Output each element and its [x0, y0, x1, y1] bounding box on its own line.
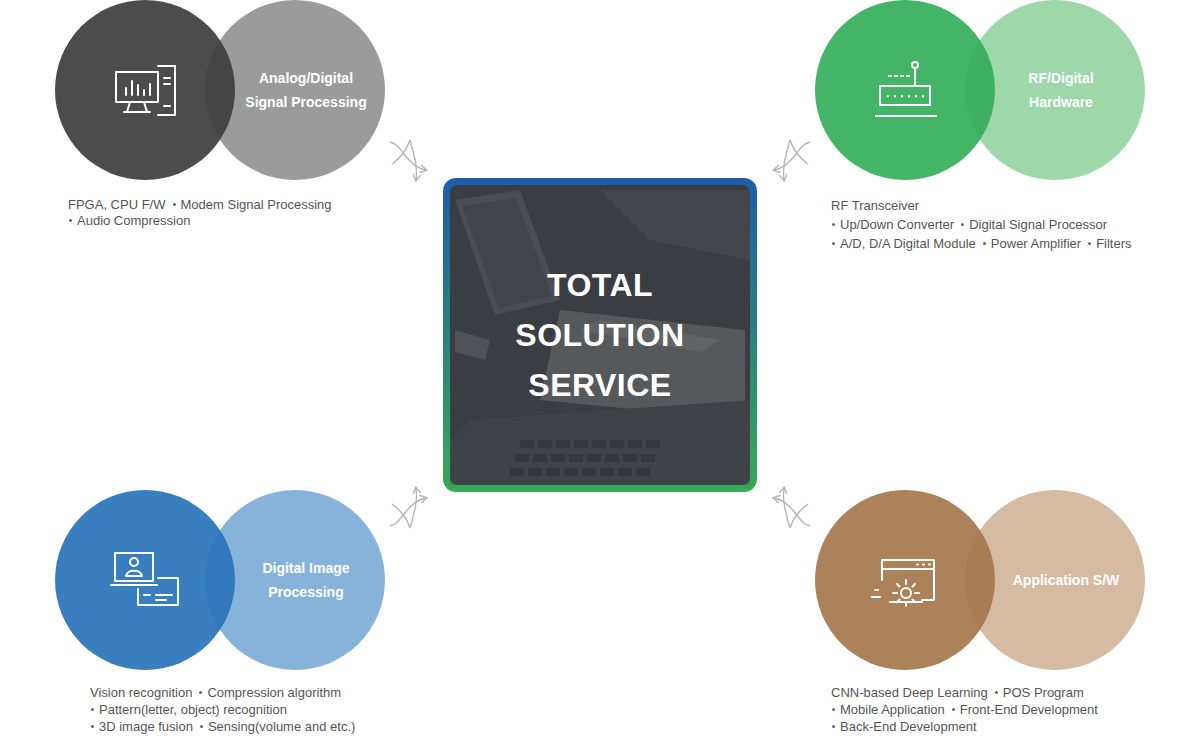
feature-line: A/D, D/A Digital Module Power Amplifier Fi…: [831, 234, 1132, 253]
feature-item: Up/Down Converter: [840, 215, 954, 234]
center-box: TOTAL SOLUTION SERVICE: [443, 178, 757, 492]
feature-item: A/D, D/A Digital Module: [840, 234, 976, 253]
bullet-dot: [1088, 242, 1091, 245]
topic-title: RF/Digital Hardware: [1011, 66, 1111, 114]
topic-circle: Analog/Digital Signal Processing: [205, 0, 385, 180]
feature-item: Back-End Development: [840, 718, 977, 735]
feature-line: Back-End Development: [831, 718, 1098, 735]
feature-item: Mobile Application: [840, 701, 945, 718]
bullet-dot: [832, 242, 835, 245]
feature-item: Sensing(volume and etc.): [208, 718, 355, 735]
topic-circle: Digital Image Processing: [205, 490, 385, 670]
feature-list: FPGA, CPU F/W Modem Signal ProcessingAudi…: [68, 197, 332, 229]
bullet-dot: [995, 691, 998, 694]
feature-list: RF TransceiverUp/Down Converter Digital S…: [831, 196, 1132, 253]
software-icon: [872, 560, 934, 606]
feature-line: Up/Down Converter Digital Signal Processo…: [831, 215, 1132, 234]
feature-item: Digital Signal Processor: [969, 215, 1107, 234]
bullet-dot: [832, 725, 835, 728]
monitor-icon: [116, 66, 175, 115]
center-title: TOTAL SOLUTION SERVICE: [490, 260, 710, 410]
feature-line: FPGA, CPU F/W Modem Signal Processing: [68, 197, 332, 213]
vision-icon: [111, 553, 178, 605]
exchange-arrows: [390, 140, 810, 528]
feature-list: Vision recognition Compression algorithmP…: [90, 684, 355, 735]
topic-title: Application S/W: [1013, 568, 1120, 592]
feature-item: CNN-based Deep Learning: [831, 684, 988, 701]
feature-line: 3D image fusion Sensing(volume and etc.): [90, 718, 355, 735]
dark-circle: [815, 0, 995, 180]
dark-circle: [815, 490, 995, 670]
feature-item: Vision recognition: [90, 684, 192, 701]
topic-circle: RF/Digital Hardware: [965, 0, 1145, 180]
bullet-dot: [952, 708, 955, 711]
feature-line: Audio Compression: [68, 213, 332, 229]
feature-line: Vision recognition Compression algorithm: [90, 684, 355, 701]
bullet-dot: [961, 223, 964, 226]
feature-line: Mobile Application Front-End Development: [831, 701, 1098, 718]
feature-item: FPGA, CPU F/W: [68, 197, 166, 213]
bullet-dot: [91, 725, 94, 728]
feature-item: Front-End Development: [960, 701, 1098, 718]
bullet-dot: [832, 708, 835, 711]
feature-item: Audio Compression: [77, 213, 190, 229]
laptop-photo: [450, 190, 750, 485]
dark-circle: [55, 490, 235, 670]
bullet-dot: [832, 223, 835, 226]
feature-item: Compression algorithm: [207, 684, 341, 701]
topic-circle: Application S/W: [965, 490, 1145, 670]
feature-list: CNN-based Deep LearningPOS ProgramMobile…: [831, 684, 1098, 735]
bullet-dot: [199, 691, 202, 694]
bullet-dot: [91, 708, 94, 711]
feature-line: Pattern(letter, object) recognition: [90, 701, 355, 718]
topic-title: Analog/Digital Signal Processing: [237, 66, 375, 114]
router-icon: [876, 62, 936, 116]
feature-item: Power Amplifier: [991, 234, 1081, 253]
bullet-dot: [173, 203, 176, 206]
feature-line: CNN-based Deep Learning POS Program: [831, 684, 1098, 701]
feature-item: Filters: [1096, 234, 1131, 253]
center-photo: [450, 185, 750, 485]
feature-item: RF Transceiver: [831, 196, 919, 215]
bullet-dot: [69, 219, 72, 222]
feature-item: 3D image fusion: [99, 718, 193, 735]
dark-circle: [55, 0, 235, 180]
feature-item: Pattern(letter, object) recognition: [99, 701, 287, 718]
bullet-dot: [983, 242, 986, 245]
feature-item: Modem Signal Processing: [181, 197, 332, 213]
topic-title: Digital Image Processing: [237, 556, 375, 604]
feature-line: RF Transceiver: [831, 196, 1132, 215]
feature-item: POS Program: [1003, 684, 1084, 701]
bullet-dot: [200, 725, 203, 728]
center-frame: [443, 178, 757, 492]
